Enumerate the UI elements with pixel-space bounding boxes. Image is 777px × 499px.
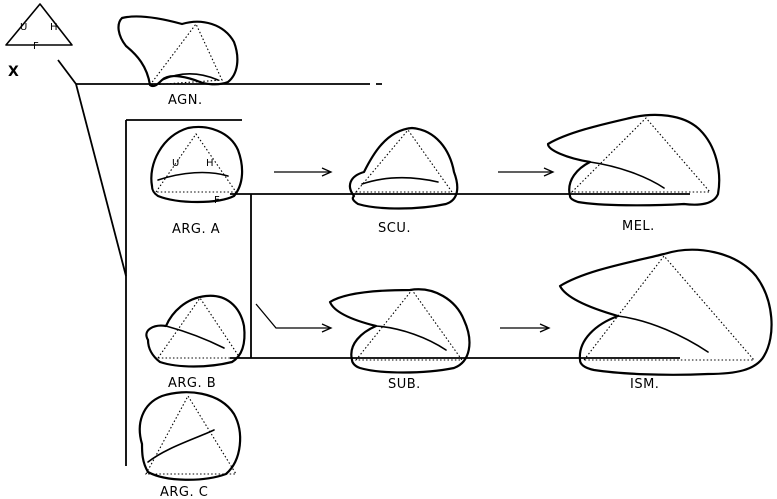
key-label-f: F xyxy=(33,41,39,52)
key-label-x: X xyxy=(8,64,19,80)
shape-mel: MEL. xyxy=(546,113,721,234)
key-label-h: H xyxy=(50,22,58,33)
shape-arg-a: U H F ARG. A xyxy=(150,125,244,237)
shape-ism: ISM. xyxy=(558,248,773,392)
shape-agn: AGN. xyxy=(117,15,239,108)
label-arg-c: ARG. C xyxy=(160,485,208,499)
label-arg-b: ARG. B xyxy=(168,376,216,391)
tree-lines xyxy=(57,59,690,466)
label-ism: ISM. xyxy=(630,377,659,392)
label-mel: MEL. xyxy=(622,219,655,234)
shape-arg-b: ARG. B xyxy=(145,294,246,391)
label-scu: SCU. xyxy=(378,221,411,236)
shape-arg-c: ARG. C xyxy=(138,391,242,499)
arg-a-label-f: F xyxy=(214,195,220,206)
arg-a-label-u: U xyxy=(172,158,180,169)
shape-sub: SUB. xyxy=(328,288,471,392)
key-triangle: U H F X xyxy=(5,3,73,80)
label-sub: SUB. xyxy=(388,377,421,392)
key-label-u: U xyxy=(20,22,28,33)
arg-a-label-h: H xyxy=(206,158,214,169)
label-arg-a: ARG. A xyxy=(172,222,220,237)
arrows xyxy=(255,167,555,333)
label-agn: AGN. xyxy=(168,93,203,108)
shape-scu: SCU. xyxy=(348,126,459,236)
